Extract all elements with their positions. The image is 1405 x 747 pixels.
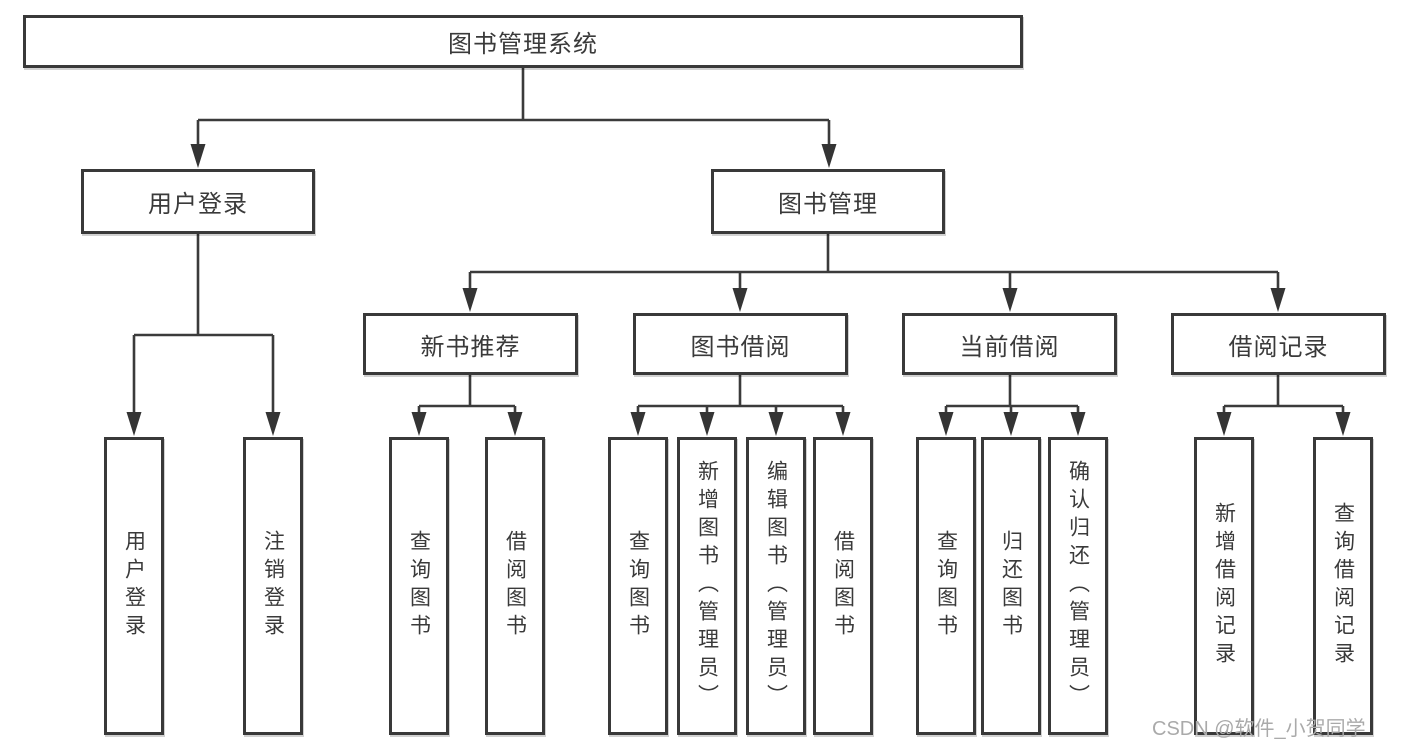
leaf-confirm-return-admin: 确认归还（管理员）	[1048, 437, 1108, 735]
connector-book-management-to-level3	[468, 233, 1280, 292]
arrow-down-icon	[1270, 288, 1286, 312]
node-user-login: 用户登录	[81, 169, 315, 234]
connector-root-to-level2	[196, 67, 831, 148]
leaf-return-books: 归还图书	[981, 437, 1041, 735]
watermark: CSDN @软件_小贺同学	[1152, 718, 1366, 740]
arrow-down-icon	[462, 288, 478, 312]
arrow-down-icon	[1216, 412, 1232, 436]
arrow-down-icon	[1070, 412, 1086, 436]
node-new-book-recommend: 新书推荐	[363, 313, 578, 375]
arrow-down-icon	[411, 412, 427, 436]
connector-current-borrow-subtree	[944, 374, 1080, 416]
leaf-add-borrow-record: 新增借阅记录	[1194, 437, 1254, 735]
arrow-down-icon	[265, 412, 281, 436]
connector-borrow-record-subtree	[1222, 374, 1345, 416]
connector-new-book-recommend-subtree	[417, 374, 517, 416]
arrow-down-icon	[732, 288, 748, 312]
leaf-query-books-borrow: 查询图书	[608, 437, 668, 735]
leaf-query-borrow-record: 查询借阅记录	[1313, 437, 1373, 735]
node-book-borrow: 图书借阅	[633, 313, 848, 375]
connector-user-login-subtree	[132, 233, 275, 416]
leaf-borrow-books-recommend: 借阅图书	[485, 437, 545, 735]
arrow-down-icon	[699, 412, 715, 436]
leaf-query-books-recommend: 查询图书	[389, 437, 449, 735]
leaf-add-books-admin: 新增图书（管理员）	[677, 437, 737, 735]
arrow-down-icon	[126, 412, 142, 436]
arrow-down-icon	[1003, 412, 1019, 436]
connector-book-borrow-subtree	[636, 374, 845, 416]
arrow-down-icon	[630, 412, 646, 436]
arrow-down-icon	[768, 412, 784, 436]
node-current-borrow: 当前借阅	[902, 313, 1117, 375]
leaf-logout: 注销登录	[243, 437, 303, 735]
leaf-borrow-books: 借阅图书	[813, 437, 873, 735]
leaf-user-login: 用户登录	[104, 437, 164, 735]
arrow-down-icon	[1002, 288, 1018, 312]
node-root: 图书管理系统	[23, 15, 1023, 68]
arrow-down-icon	[190, 144, 206, 168]
arrow-down-icon	[1335, 412, 1351, 436]
leaf-edit-books-admin: 编辑图书（管理员）	[746, 437, 806, 735]
arrow-down-icon	[507, 412, 523, 436]
arrow-down-icon	[835, 412, 851, 436]
arrow-down-icon	[938, 412, 954, 436]
node-borrow-record: 借阅记录	[1171, 313, 1386, 375]
node-book-management: 图书管理	[711, 169, 945, 234]
leaf-query-books-current: 查询图书	[916, 437, 976, 735]
arrow-down-icon	[821, 144, 837, 168]
